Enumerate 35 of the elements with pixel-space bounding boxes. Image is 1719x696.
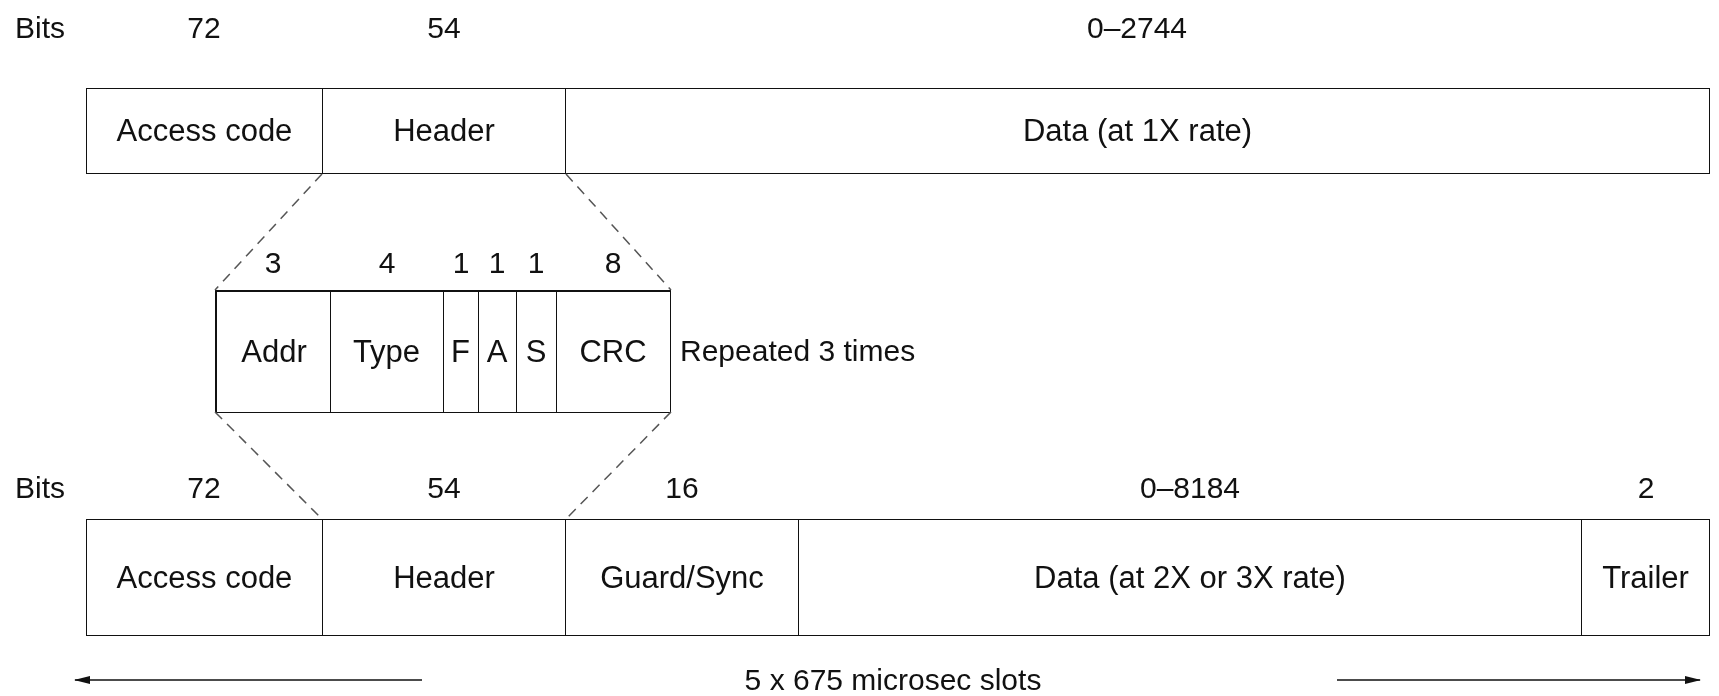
bit-count: 0–8184 <box>1139 473 1241 503</box>
bit-count: 54 <box>427 473 461 503</box>
bit-count: 4 <box>378 248 396 278</box>
bit-count: 1 <box>527 248 545 278</box>
bit-count: 72 <box>187 473 221 503</box>
packet-field: Type <box>329 291 444 413</box>
packet-field: Access code <box>86 88 323 174</box>
bit-count: 2 <box>1637 473 1655 503</box>
bit-count: 72 <box>187 13 221 43</box>
bit-count: 16 <box>665 473 699 503</box>
packet-field: Header <box>322 519 566 636</box>
packet-field: Guard/Sync <box>565 519 799 636</box>
packet-field: Header <box>322 88 566 174</box>
packet-field: A <box>477 291 517 413</box>
packet-field: S <box>515 291 557 413</box>
dashed-connector <box>214 173 323 291</box>
packet-field: Trailer <box>1581 519 1710 636</box>
bit-count: 8 <box>604 248 622 278</box>
packet-field: Data (at 1X rate) <box>565 88 1710 174</box>
packet-field: Data (at 2X or 3X rate) <box>798 519 1582 636</box>
bit-count: 1 <box>488 248 506 278</box>
field-group-box <box>215 290 671 412</box>
packet-field: F <box>442 291 479 413</box>
axis-label: Bits <box>15 473 65 503</box>
packet-field: Access code <box>86 519 323 636</box>
bit-count: 0–2744 <box>1086 13 1188 43</box>
bit-count: 1 <box>452 248 470 278</box>
dashed-connector <box>565 173 672 291</box>
packet-field: Addr <box>216 291 332 413</box>
dimension-label: 5 x 675 microsec slots <box>744 665 1042 695</box>
bit-count: 3 <box>264 248 282 278</box>
axis-label: Bits <box>15 13 65 43</box>
note-text: Repeated 3 times <box>680 336 916 366</box>
bit-count: 54 <box>427 13 461 43</box>
packet-field: CRC <box>555 291 671 413</box>
